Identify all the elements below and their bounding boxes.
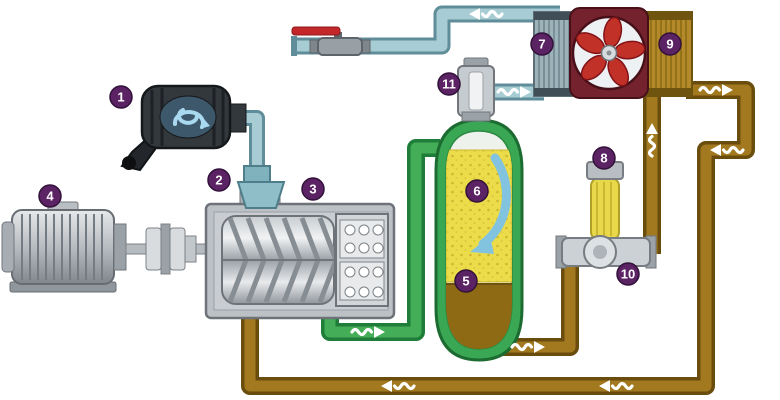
thermostatic-valve — [555, 235, 657, 269]
oil-cooler — [645, 11, 693, 97]
svg-text:8: 8 — [600, 151, 607, 166]
badge-2: 2 — [207, 168, 231, 192]
shaft-coupling — [125, 223, 211, 275]
svg-text:11: 11 — [442, 77, 456, 92]
compressor-airend — [204, 189, 396, 320]
svg-text:6: 6 — [473, 184, 480, 199]
tank-swirl-arrow-icon — [470, 153, 511, 254]
air-oil-separator-tank — [434, 118, 524, 362]
service-ball-valve — [291, 26, 371, 56]
svg-text:3: 3 — [309, 182, 316, 197]
svg-text:2: 2 — [215, 173, 222, 188]
badge-3: 3 — [301, 177, 325, 201]
badge-5: 5 — [454, 269, 478, 293]
oil-filter — [586, 161, 624, 241]
badge-6: 6 — [465, 179, 489, 203]
badge-10: 10 — [616, 262, 640, 286]
electric-motor — [1, 201, 127, 293]
badge-8: 8 — [592, 146, 616, 170]
screw-rotors-icon — [222, 217, 334, 303]
number-badges: 1 2 3 4 5 6 7 8 9 10 11 — [38, 32, 682, 293]
svg-text:5: 5 — [462, 274, 469, 289]
badge-9: 9 — [658, 32, 682, 56]
minimum-pressure-valve — [457, 57, 495, 122]
svg-text:7: 7 — [538, 37, 545, 52]
svg-text:4: 4 — [46, 189, 54, 204]
svg-text:10: 10 — [621, 267, 635, 282]
svg-text:9: 9 — [666, 37, 673, 52]
badge-7: 7 — [530, 32, 554, 56]
bearing-icon — [339, 219, 385, 301]
inlet-valve — [236, 165, 286, 209]
badge-4: 4 — [38, 184, 62, 208]
valve-handle-icon — [291, 26, 341, 36]
cooling-fan — [569, 7, 649, 99]
svg-text:1: 1 — [117, 90, 124, 105]
badge-1: 1 — [109, 85, 133, 109]
air-oil-pipe — [321, 139, 440, 341]
air-intake-filter — [120, 84, 247, 172]
oil-sump — [446, 284, 512, 349]
badge-11: 11 — [437, 72, 461, 96]
